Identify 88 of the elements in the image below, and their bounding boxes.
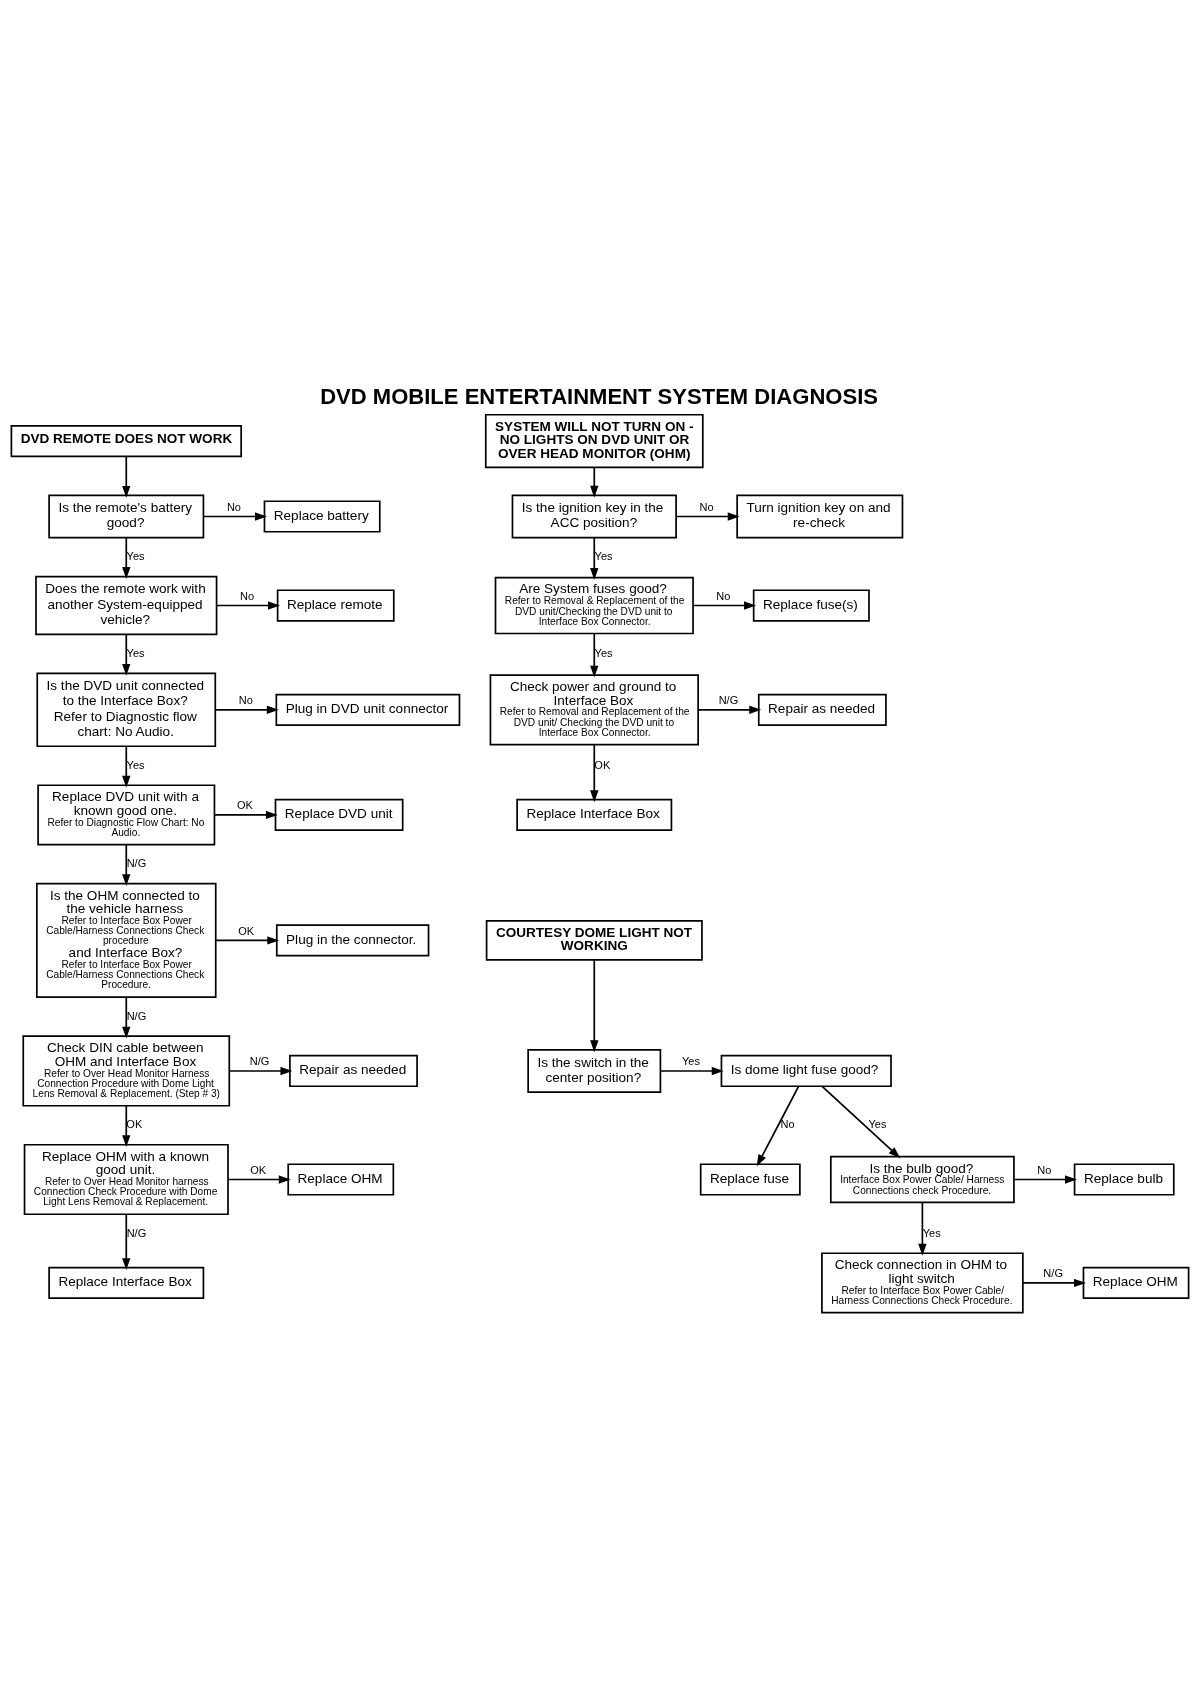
edge-label: No xyxy=(226,500,241,513)
node-box: Replace fuse(s) xyxy=(752,589,870,622)
node-box: Replace battery xyxy=(263,500,381,533)
arrow xyxy=(1013,1175,1077,1184)
node-box: Plug in DVD unit connector xyxy=(275,693,461,726)
arrow xyxy=(122,1213,131,1271)
edge-label: Yes xyxy=(126,646,145,659)
edge-label: Yes xyxy=(922,1226,941,1239)
arrow xyxy=(214,705,279,714)
arrow xyxy=(227,1175,291,1184)
arrow xyxy=(756,1085,800,1167)
arrow xyxy=(202,512,267,521)
edge-label: N/G xyxy=(126,856,147,869)
arrow xyxy=(122,996,131,1039)
edge-label: N/G xyxy=(126,1226,147,1239)
edge-label: Yes xyxy=(126,758,145,771)
node-box: Replace bulb xyxy=(1073,1163,1175,1196)
node-box: Replace remote xyxy=(276,589,395,622)
edge-label: No xyxy=(238,694,253,707)
edge-label: N/G xyxy=(718,694,739,707)
node-box: Check power and ground to Interface Box Refer to Removal and Replacement of the DVD unit/ Checking the DVD unit to Interface Box Connector. xyxy=(489,674,699,746)
arrow xyxy=(697,705,762,714)
edge-label: No xyxy=(780,1118,795,1131)
node-box: Replace fuse xyxy=(699,1163,801,1196)
node-box: Check connection in OHM to light switch Refer to Interface Box Power Cable/ Harness Connections Check Procedure. xyxy=(821,1252,1024,1314)
arrow xyxy=(918,1201,927,1256)
node-box: Repair as needed xyxy=(757,693,887,726)
edge-label: No xyxy=(699,500,714,513)
node-box: Replace DVD unit with a known good one. Refer to Diagnostic Flow Chart: No Audio. xyxy=(37,784,216,846)
edge-label: Yes xyxy=(594,646,613,659)
node-box: SYSTEM WILL NOT TURN ON - NO LIGHTS ON DVD UNIT OR OVER HEAD MONITOR (OHM) xyxy=(484,413,704,469)
arrow xyxy=(122,1105,131,1148)
arrow xyxy=(215,601,280,610)
arrow xyxy=(675,512,740,521)
node-box: Replace DVD unit xyxy=(274,798,404,832)
edge-label: Yes xyxy=(126,550,145,563)
node-box: Are System fuses good? Refer to Removal & Replacement of the DVD unit/Checking the DVD unit to Interface Box Connector. xyxy=(494,576,694,635)
node-box: Replace OHM with a known good unit. Refer to Over Head Monitor harness Connection Check Procedure with Dome Light Lens Removal & Replacement. xyxy=(23,1143,229,1216)
node-box: Replace Interface Box xyxy=(48,1266,205,1300)
arrow xyxy=(1022,1278,1086,1288)
arrow xyxy=(214,936,280,945)
edge-label: No xyxy=(716,589,731,602)
node-box: Is the DVD unit connected to the Interface Box? Refer to Diagnostic flow chart: No Audio. xyxy=(36,672,217,748)
diagram-title: DVD MOBILE ENTERTAINMENT SYSTEM DIAGNOSIS xyxy=(320,383,878,409)
arrow xyxy=(228,1066,293,1076)
edge-label: OK xyxy=(237,799,253,812)
arrow xyxy=(122,745,131,788)
arrow xyxy=(213,810,278,820)
node-box: Is the switch in the center position? xyxy=(527,1048,662,1093)
arrow xyxy=(692,601,756,610)
node-box: Is the remote's battery good? xyxy=(48,494,205,539)
node-box: Is the ignition key in the ACC position? xyxy=(511,494,677,539)
edge-label: No xyxy=(240,589,255,602)
edge-label: OK xyxy=(238,924,255,937)
node-box: Plug in the connector. xyxy=(275,924,430,957)
node-box: Replace Interface Box xyxy=(516,798,673,832)
arrow xyxy=(122,633,131,676)
arrow xyxy=(659,1066,724,1076)
arrow xyxy=(122,536,131,579)
node-box: COURTESY DOME LIGHT NOT WORKING xyxy=(485,920,703,961)
arrow xyxy=(590,743,599,803)
edge-label: Yes xyxy=(868,1118,887,1131)
node-box: Is the bulb good? Interface Box Power Cable/ Harness Connections check Procedure. xyxy=(829,1155,1015,1204)
node-box: DVD REMOTE DOES NOT WORK xyxy=(10,424,242,458)
edge-label: No xyxy=(1037,1163,1052,1176)
arrow xyxy=(590,632,599,678)
arrow xyxy=(590,959,599,1053)
node-box: Is the OHM connected to the vehicle harness Refer to Interface Box Power Cable/Harness Connections Check procedure and Interface Box? Refer to Interface Box Power Cable/Harness Connections Check Procedure. xyxy=(36,882,217,999)
arrow xyxy=(122,843,131,887)
edge-label: N/G xyxy=(1043,1267,1063,1280)
edge-label: Yes xyxy=(594,550,613,563)
arrow xyxy=(821,1085,901,1159)
arrow xyxy=(122,455,131,498)
arrow xyxy=(590,536,599,580)
arrow xyxy=(590,466,599,498)
edge-label: N/G xyxy=(249,1055,270,1068)
node-box: Replace OHM xyxy=(1082,1266,1190,1300)
node-box: Check DIN cable between OHM and Interface Box Refer to Over Head Monitor Harness Connection Procedure with Dome Light Lens Removal & Replacement. (Step # 3) xyxy=(22,1035,231,1107)
edge-label: OK xyxy=(594,758,611,771)
edge-label: Yes xyxy=(681,1055,700,1068)
node-box: Repair as needed xyxy=(289,1054,418,1088)
edge-label: OK xyxy=(126,1118,143,1131)
node-box: Is dome light fuse good? xyxy=(720,1054,892,1088)
node-box: Does the remote work with another System-equipped vehicle? xyxy=(35,575,218,636)
node-box: Replace OHM xyxy=(287,1163,395,1196)
edge-label: OK xyxy=(250,1163,267,1176)
node-box: Turn ignition key on and re-check xyxy=(736,494,904,539)
edge-label: N/G xyxy=(126,1009,147,1022)
